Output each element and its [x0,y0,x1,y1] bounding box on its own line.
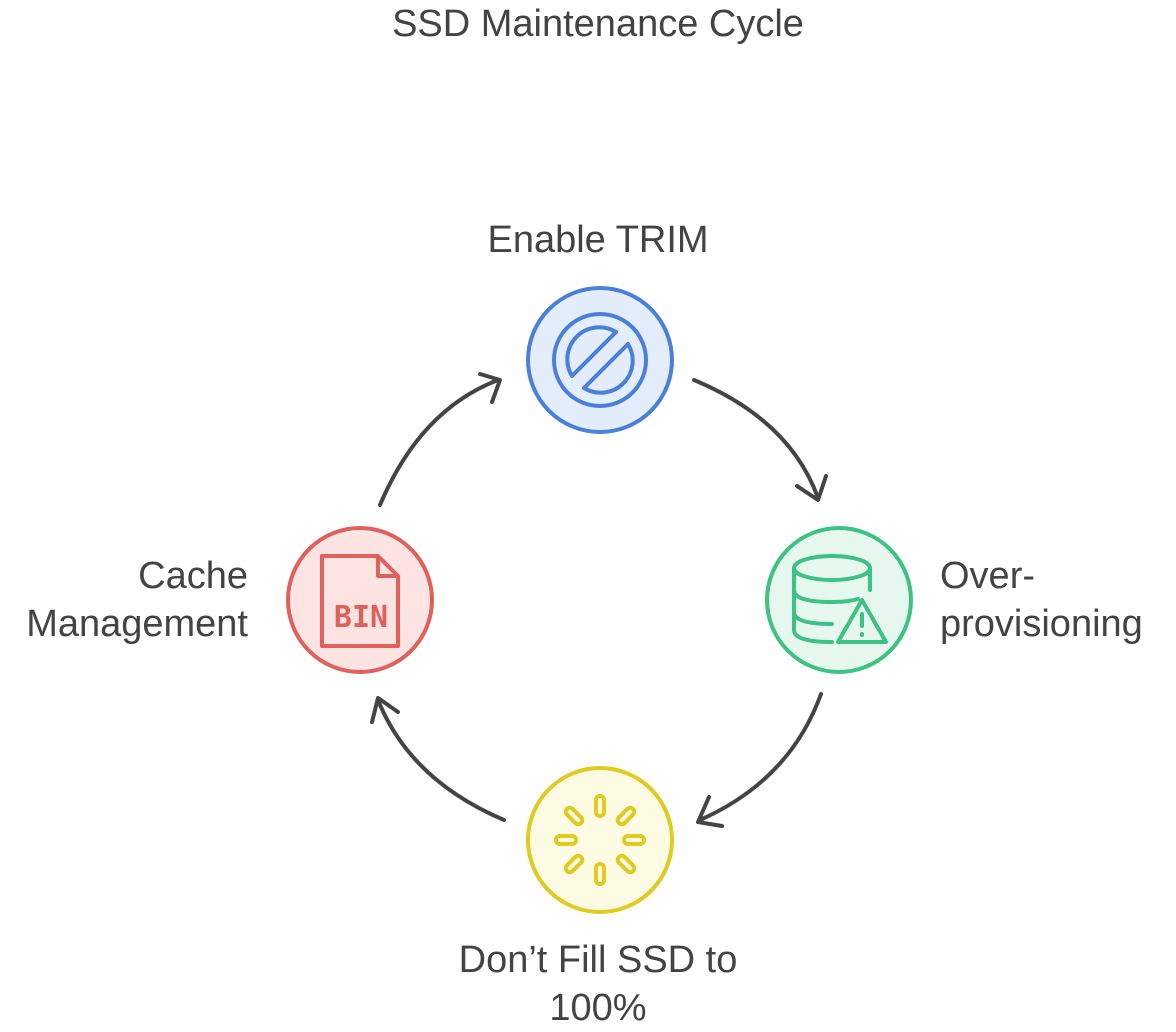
label-cache-management-line-2: Management [26,603,248,645]
step-cache-management: BIN [286,526,434,674]
cycle-arrows [370,372,828,828]
label-cache-management: Cache Management [0,552,248,648]
label-cache-management-line-1: Cache [138,555,248,597]
label-dont-fill-line-1: Don’t Fill SSD to [458,939,738,981]
arrow-fill-to-cache [376,698,506,822]
step-circle-dont-fill [526,766,674,914]
bin-file-icon-text: BIN [334,600,388,635]
diagram-title: SSD Maintenance Cycle [392,3,804,45]
step-circle-trim [526,286,674,434]
step-overprovisioning [765,526,913,674]
arrow-cache-to-trim [378,378,500,507]
label-dont-fill: Don’t Fill SSD to 100% [398,936,798,1032]
arrow-overprovisioning-to-fill [698,692,823,822]
label-overprovisioning-line-1: Over- [940,555,1035,597]
label-enable-trim-line-1: Enable TRIM [487,219,709,261]
arrowhead-cache-to-trim [478,372,502,404]
database-warning-icon [792,554,888,644]
step-enable-trim [526,286,674,434]
prohibited-icon [552,312,648,408]
label-overprovisioning-line-2: provisioning [940,603,1143,645]
label-overprovisioning: Over- provisioning [940,552,1170,648]
bin-file-icon [320,554,400,648]
step-dont-fill [526,766,674,914]
arrow-trim-to-overprovisioning [692,378,820,500]
label-dont-fill-line-2: 100% [549,987,647,1029]
loading-spinner-icon [554,794,646,886]
arrowhead-trim-to-overprovisioning [795,474,828,502]
arrowhead-fill-to-cache [370,696,400,724]
arrowhead-overprovisioning-to-fill [696,795,724,828]
label-enable-trim: Enable TRIM [398,216,798,264]
